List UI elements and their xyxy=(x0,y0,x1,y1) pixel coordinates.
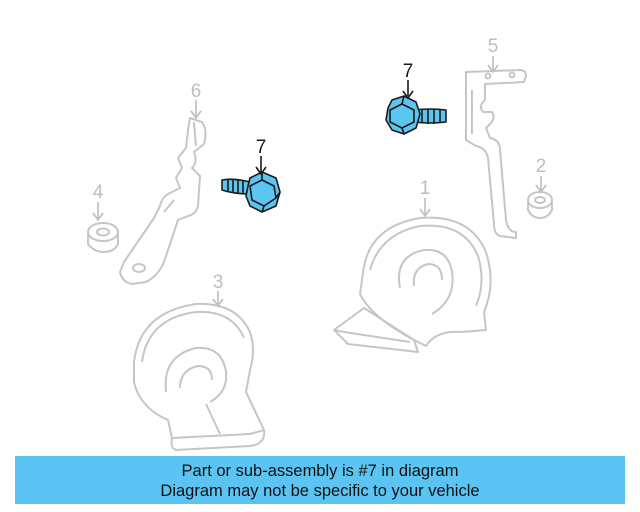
bolt-part-7-lower xyxy=(221,171,281,213)
info-banner-background xyxy=(15,456,625,504)
grommet-part-4 xyxy=(87,222,119,254)
callout-7-upper: 7 xyxy=(403,61,414,82)
banner-line-1: Part or sub-assembly is #7 in diagram xyxy=(181,462,459,480)
grommet-part-2 xyxy=(527,191,553,220)
banner-line-2: Diagram may not be specific to your vehi… xyxy=(160,482,480,500)
callout-3: 3 xyxy=(213,272,224,293)
leader-lines xyxy=(92,56,547,308)
callout-4: 4 xyxy=(93,182,104,203)
callout-6: 6 xyxy=(191,81,202,102)
horn-part-3 xyxy=(133,302,266,451)
callout-1: 1 xyxy=(420,178,431,199)
bolt-part-7-upper xyxy=(385,95,447,135)
callout-7-lower: 7 xyxy=(256,137,267,158)
info-banner: Part or sub-assembly is #7 in diagram Di… xyxy=(15,456,625,504)
callout-2: 2 xyxy=(536,156,547,177)
callout-5: 5 xyxy=(488,36,499,57)
bracket-part-6 xyxy=(119,117,207,285)
horn-part-1 xyxy=(333,216,492,353)
bracket-part-5 xyxy=(465,69,527,239)
